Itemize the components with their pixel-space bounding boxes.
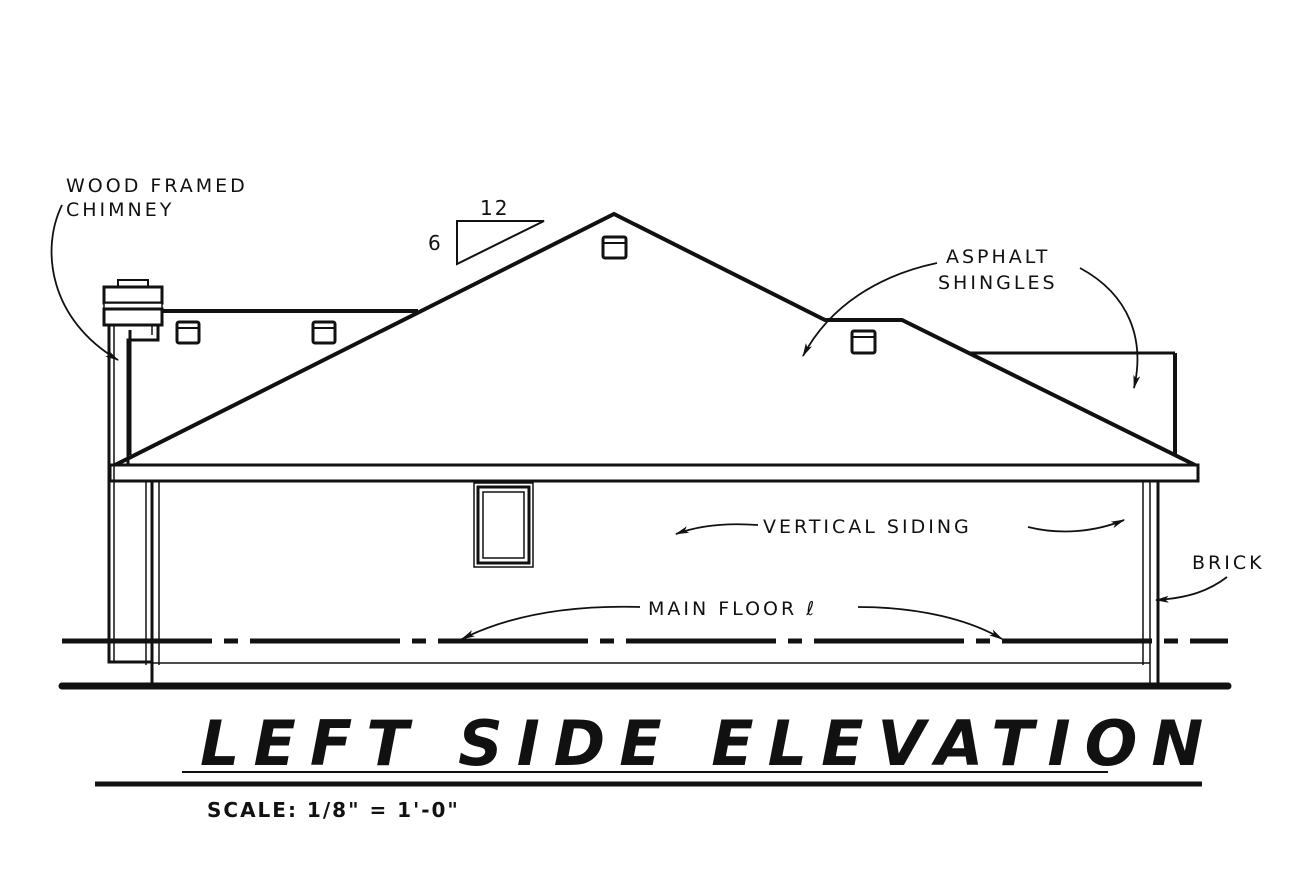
pitch-rise: 6	[428, 231, 443, 255]
brick-callout: BRICK	[1154, 552, 1265, 603]
scale-note: SCALE: 1/8" = 1'-0"	[207, 798, 460, 822]
main-floor-callout: MAIN FLOOR ℓ	[460, 598, 1004, 640]
main-roof	[108, 211, 1200, 483]
siding-callout: VERTICAL SIDING	[674, 516, 1126, 538]
roof-vents	[175, 235, 877, 355]
rear-roof-right	[970, 351, 1177, 455]
main-floor-label: MAIN FLOOR ℓ	[648, 598, 817, 620]
vent-icon	[850, 329, 877, 355]
vent-icon	[175, 320, 201, 345]
brick-label: BRICK	[1192, 552, 1265, 574]
title-block: LEFT SIDE ELEVATION SCALE: 1/8" = 1'-0"	[95, 707, 1217, 822]
chimney	[102, 279, 164, 664]
rear-roof-left	[128, 309, 418, 455]
roof-pitch-symbol: 12 6	[428, 196, 545, 266]
drawing-title: LEFT SIDE ELEVATION	[200, 707, 1217, 780]
shingles-label-line2: SHINGLES	[938, 272, 1058, 294]
chimney-label-line1: WOOD FRAMED	[66, 175, 248, 197]
window	[473, 482, 534, 568]
shingles-callout: ASPHALT SHINGLES	[802, 246, 1141, 390]
vent-icon	[311, 320, 337, 345]
chimney-callout: WOOD FRAMED CHIMNEY	[50, 175, 248, 361]
walls	[145, 481, 1160, 688]
siding-label: VERTICAL SIDING	[763, 516, 972, 538]
pitch-run: 12	[480, 196, 509, 220]
vent-icon	[601, 235, 628, 260]
chimney-label-line2: CHIMNEY	[66, 199, 174, 221]
shingles-label-line1: ASPHALT	[946, 246, 1050, 268]
